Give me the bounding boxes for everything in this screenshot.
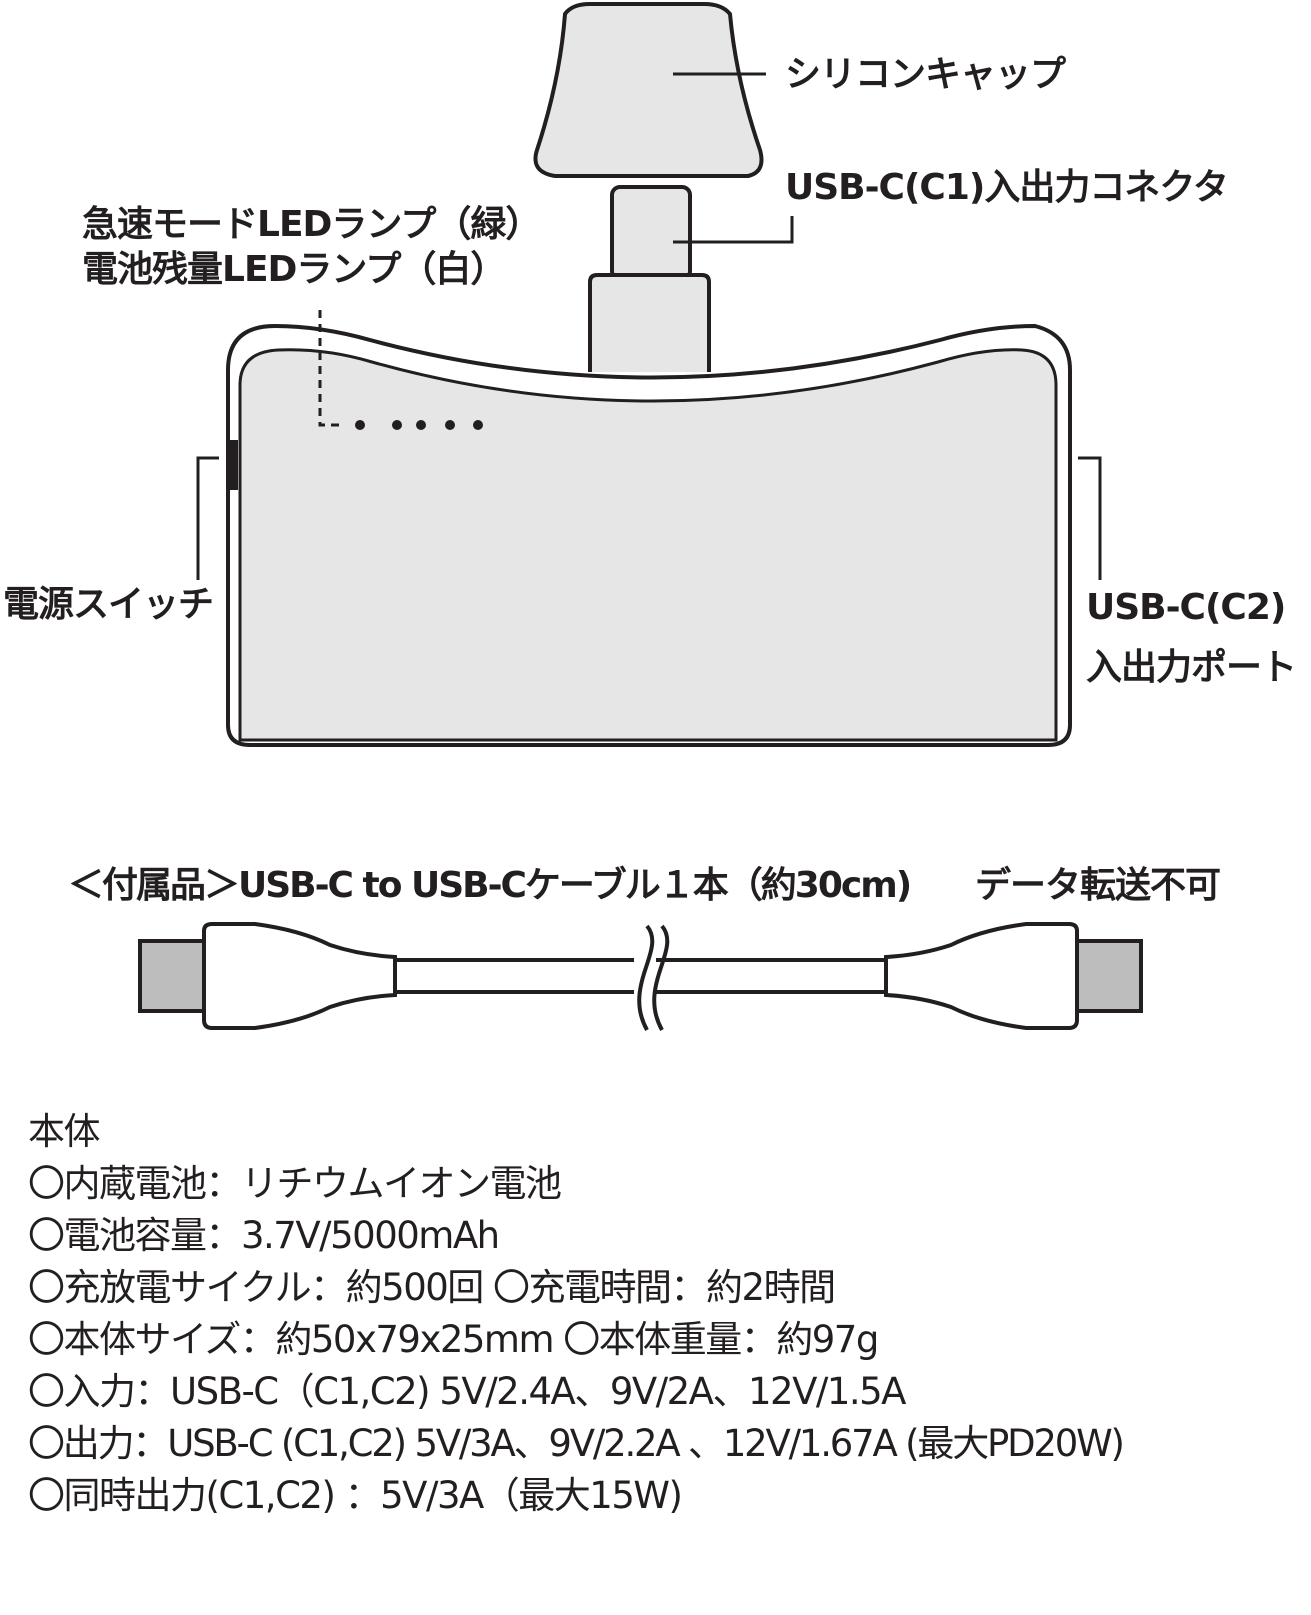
spec-line: 〇出力：USB-C (C1,C2) 5V/3A、9V/2.2A 、12V/1.6… bbox=[28, 1422, 1125, 1465]
battery-body-inner bbox=[238, 348, 1058, 742]
label-led-quick-mode: 急速モードLEDランプ（緑） bbox=[82, 204, 541, 245]
label-usb-c1-connector: USB-C(C1)入出力コネクタ bbox=[785, 167, 1229, 208]
spec-line: 〇同時出力(C1,C2) ：5V/3A（最大15W) bbox=[28, 1474, 683, 1517]
spec-line: 〇入力：USB-C（C1,C2) 5V/2.4A、9V/2A、12V/1.5A bbox=[28, 1370, 907, 1413]
label-usb-c2-line1: USB-C(C2) bbox=[1086, 587, 1286, 628]
led-dots bbox=[355, 420, 483, 430]
leader-lines bbox=[196, 72, 1102, 580]
power-switch bbox=[230, 440, 238, 490]
accessory-title: ＜付属品＞USB-C to USB-Cケーブル１本（約30cm) bbox=[68, 865, 912, 906]
silicone-cap bbox=[533, 2, 764, 178]
spec-line: 〇内蔵電池：リチウムイオン電池 bbox=[28, 1162, 562, 1205]
spec-line: 〇充放電サイクル：約500回 〇充電時間：約2時間 bbox=[28, 1266, 836, 1309]
spec-line: 〇本体サイズ：約50x79x25mm 〇本体重量：約97g bbox=[28, 1318, 879, 1361]
label-power-switch: 電源スイッチ bbox=[3, 584, 214, 625]
accessory-note: データ転送不可 bbox=[975, 865, 1221, 906]
spec-heading: 本体 bbox=[28, 1110, 101, 1153]
label-silicone-cap: シリコンキャップ bbox=[785, 54, 1066, 95]
usb-c-cable bbox=[138, 922, 1143, 1031]
label-usb-c2-line2: 入出力ポート bbox=[1086, 647, 1297, 688]
connector-base bbox=[588, 273, 711, 372]
label-led-battery: 電池残量LEDランプ（白） bbox=[82, 249, 506, 290]
usb-c1-connector bbox=[610, 185, 692, 281]
spec-line: 〇電池容量：3.7V/5000mAh bbox=[28, 1214, 500, 1257]
